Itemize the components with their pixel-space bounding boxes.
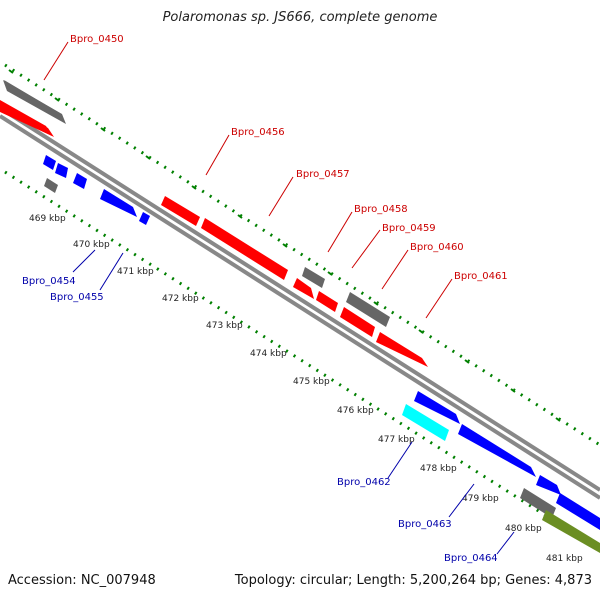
gene-feature xyxy=(346,292,390,327)
kbp-label: 479 kbp xyxy=(462,494,499,504)
gene-label: Bpro_0454 xyxy=(22,276,76,287)
kbp-label: 478 kbp xyxy=(420,464,457,474)
gene-feature xyxy=(100,189,137,217)
kbp-label: 469 kbp xyxy=(29,214,66,224)
gene-label: Bpro_0459 xyxy=(382,223,436,234)
gene-feature xyxy=(458,424,536,477)
gene-label: Bpro_0464 xyxy=(444,553,498,564)
kbp-label: 477 kbp xyxy=(378,435,415,445)
genome-backbone-outer xyxy=(0,106,600,492)
gene-feature xyxy=(3,80,66,124)
forward-strand-genes xyxy=(3,80,390,327)
red-label-leaders xyxy=(43,41,453,319)
outer-tick-track-forward xyxy=(4,63,600,447)
gene-feature xyxy=(340,307,375,337)
outer-tick-track-reverse xyxy=(4,170,600,552)
gene-label: Bpro_0462 xyxy=(337,477,391,488)
gene-label: Bpro_0463 xyxy=(398,519,452,530)
gene-feature xyxy=(43,155,56,170)
kbp-label: 470 kbp xyxy=(73,240,110,250)
gene-feature xyxy=(55,163,68,178)
major-tick-dashes xyxy=(8,69,561,422)
gene-label: Bpro_0450 xyxy=(70,34,124,45)
gene-feature xyxy=(542,510,600,553)
gene-label: Bpro_0457 xyxy=(296,169,350,180)
blue-label-leaders xyxy=(72,249,515,555)
gene-feature xyxy=(139,212,150,225)
summary-text: Topology: circular; Length: 5,200,264 bp… xyxy=(234,573,592,588)
red-genes xyxy=(0,100,428,367)
gene-feature xyxy=(161,196,200,226)
gene-feature xyxy=(520,488,556,518)
gene-feature xyxy=(201,218,288,280)
genome-backbone-inner xyxy=(0,114,600,500)
kbp-label: 474 kbp xyxy=(250,349,287,359)
gene-feature xyxy=(316,291,338,312)
gene-feature xyxy=(376,332,428,367)
blue-genes xyxy=(43,155,600,553)
kbp-label: 481 kbp xyxy=(546,554,583,564)
kbp-label: 472 kbp xyxy=(162,294,199,304)
gene-feature xyxy=(73,173,87,189)
kbp-label: 471 kbp xyxy=(117,267,154,277)
gene-label: Bpro_0460 xyxy=(410,242,464,253)
gene-feature xyxy=(302,267,325,288)
map-title: Polaromonas sp. JS666, complete genome xyxy=(162,10,438,25)
gene-label: Bpro_0455 xyxy=(50,292,104,303)
kbp-label: 473 kbp xyxy=(206,321,243,331)
gene-feature xyxy=(414,391,460,424)
gene-feature xyxy=(0,100,52,136)
gene-feature xyxy=(556,493,600,530)
blue-gene-labels: Bpro_0454 Bpro_0455 Bpro_0462 Bpro_0463 … xyxy=(22,276,498,564)
gene-feature xyxy=(402,404,449,441)
kbp-label: 476 kbp xyxy=(337,406,374,416)
gene-feature xyxy=(44,178,58,193)
gene-label: Bpro_0461 xyxy=(454,271,508,282)
red-gene-labels: Bpro_0450 Bpro_0456 Bpro_0457 Bpro_0458 … xyxy=(70,34,508,282)
kbp-label: 480 kbp xyxy=(505,524,542,534)
kbp-tick-labels: 469 kbp 470 kbp 471 kbp 472 kbp 473 kbp … xyxy=(29,214,583,564)
accession-text: Accession: NC_007948 xyxy=(8,573,156,588)
gene-feature xyxy=(536,475,561,495)
gene-label: Bpro_0456 xyxy=(231,127,285,138)
gene-feature xyxy=(293,278,314,299)
gene-label: Bpro_0458 xyxy=(354,204,408,215)
kbp-label: 475 kbp xyxy=(293,377,330,387)
